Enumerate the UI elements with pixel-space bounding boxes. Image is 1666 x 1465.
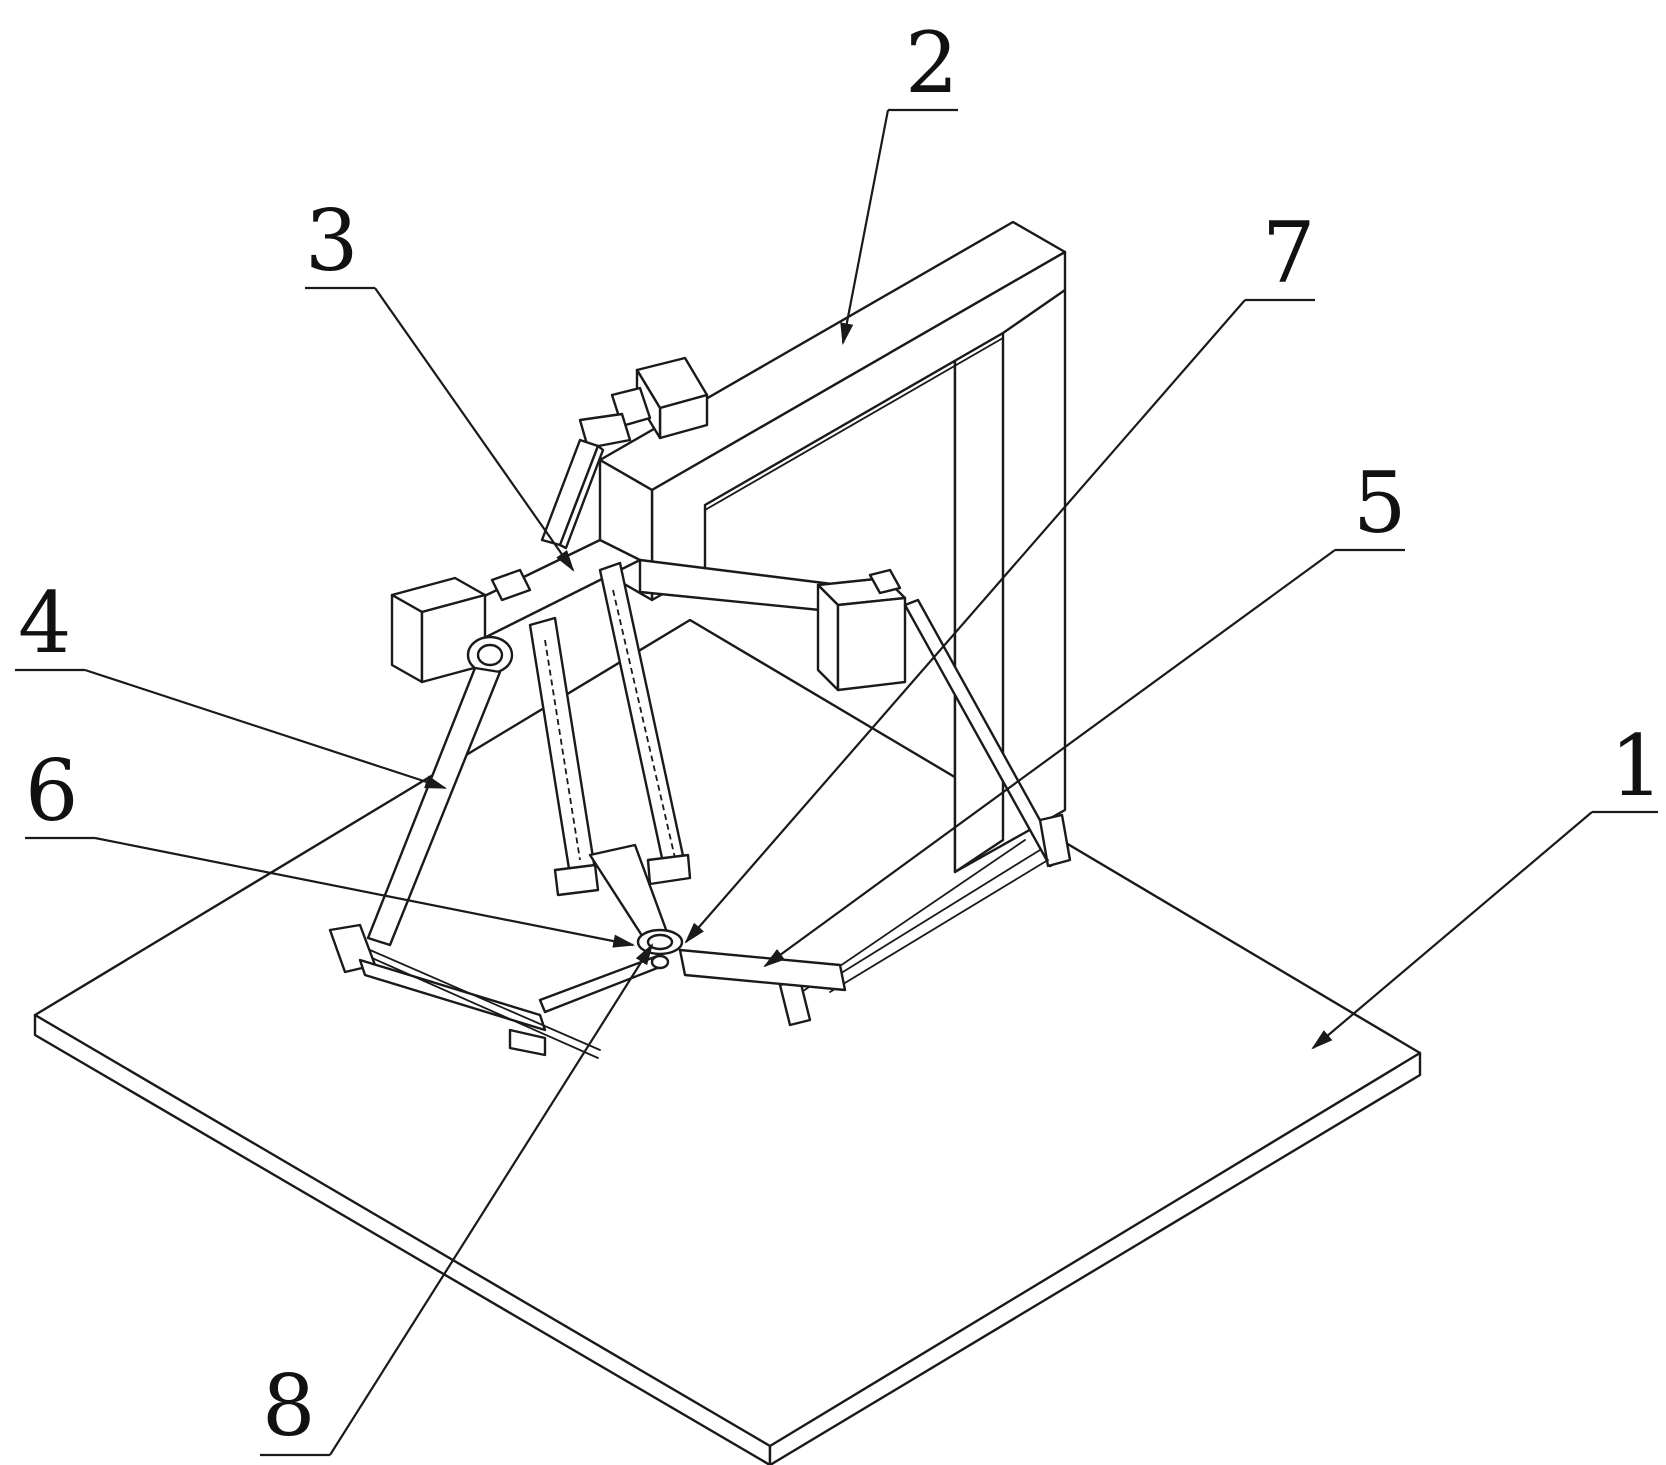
- callout-1: 1: [1610, 717, 1663, 815]
- motor-right: [816, 568, 907, 692]
- lower-link-left: [328, 923, 667, 1059]
- callout-7: 7: [1262, 204, 1315, 302]
- upper-arm-left: [366, 635, 514, 947]
- base-plate: [33, 618, 1422, 1465]
- upper-arm-rear: [540, 438, 605, 550]
- lower-link-right: [678, 813, 1072, 1027]
- support-frame: [433, 220, 1067, 874]
- callout-5: 5: [1353, 454, 1406, 552]
- callout-3: 3: [305, 192, 358, 290]
- leader-lines: [15, 108, 1658, 1457]
- callout-4: 4: [18, 574, 71, 672]
- callout-labels: 1 2 3 4 5 6 7 8: [18, 14, 1663, 1455]
- motor-top: [578, 356, 709, 450]
- callout-2: 2: [905, 14, 958, 112]
- callout-6: 6: [25, 742, 78, 840]
- center-rods: [528, 561, 692, 947]
- callout-8: 8: [262, 1357, 315, 1455]
